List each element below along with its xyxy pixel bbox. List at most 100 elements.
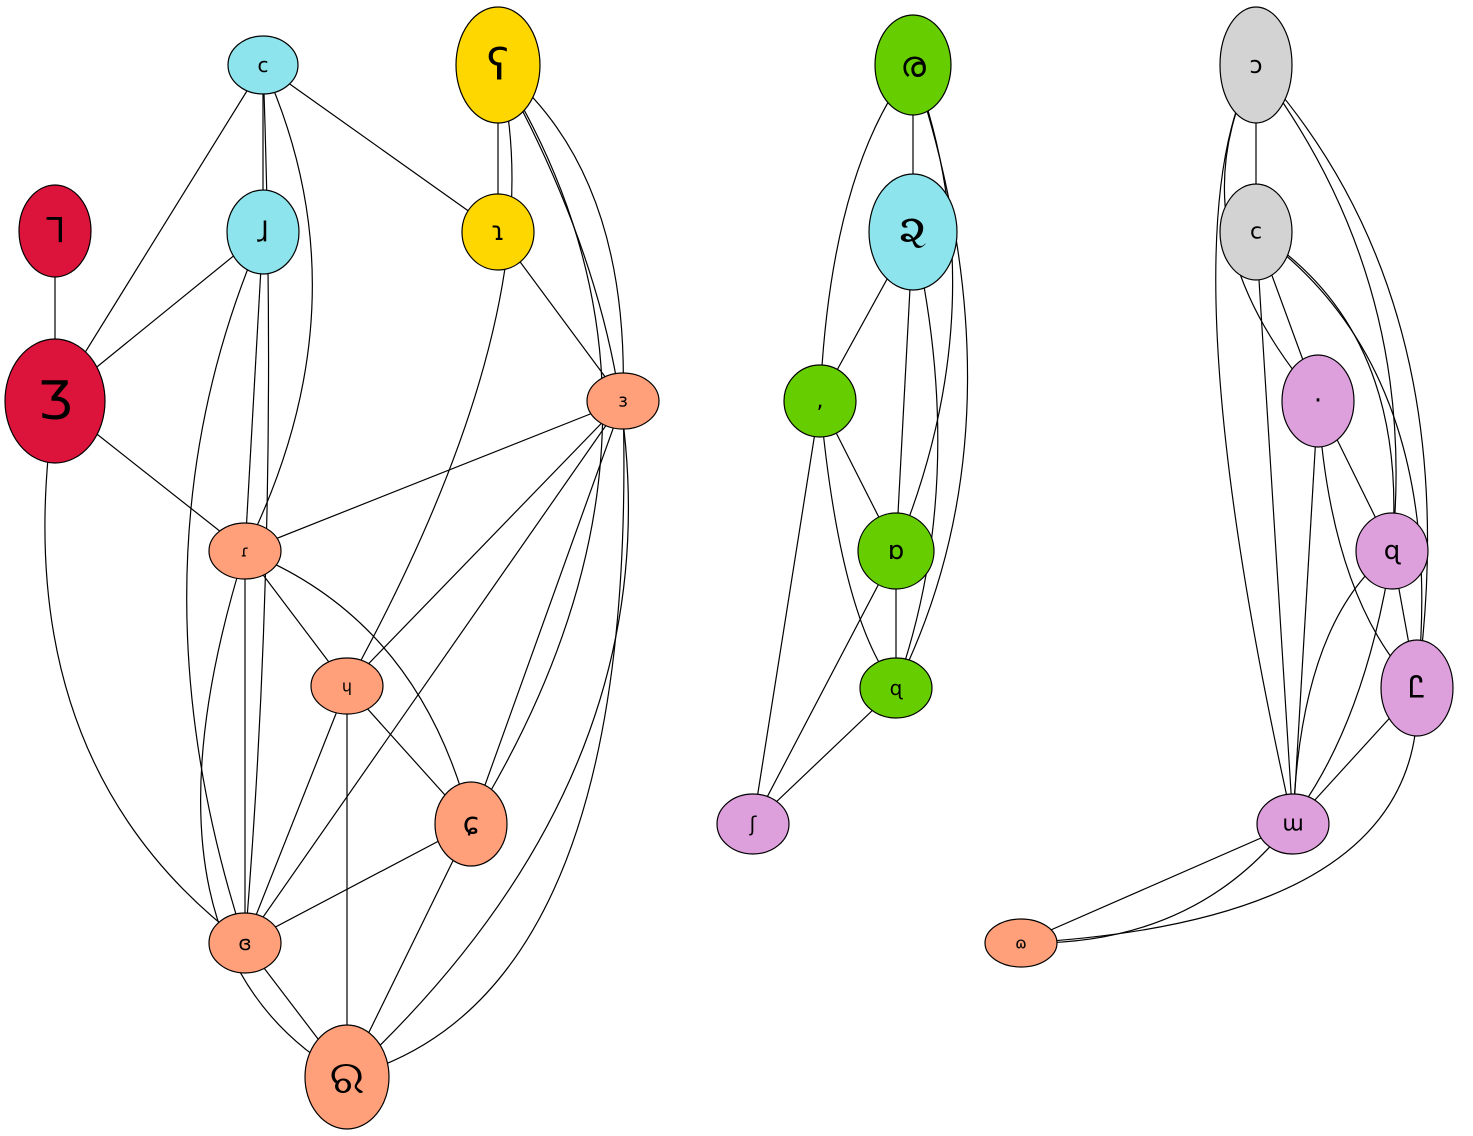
edge-n1-n6 xyxy=(262,64,499,233)
node-g6[interactable]: ʃ xyxy=(716,793,790,855)
node-label: ʃ xyxy=(749,812,758,836)
edge-g2-g5 xyxy=(895,231,939,689)
node-n5[interactable]: ʕ xyxy=(455,6,541,124)
node-ellipse xyxy=(716,793,790,855)
node-n3[interactable]: Ʒ xyxy=(4,338,106,464)
edge-n7-n12 xyxy=(346,400,625,1078)
edge-h1-h6 xyxy=(1215,64,1294,825)
node-ellipse xyxy=(984,918,1058,968)
node-label: ᒣ xyxy=(45,211,66,251)
edge-h3-h6 xyxy=(1292,400,1319,825)
edge-h2-h5 xyxy=(1255,231,1423,689)
node-label: ɜ xyxy=(618,391,628,412)
node-n12[interactable]: ର xyxy=(304,1024,390,1130)
node-label: Ʒ xyxy=(38,371,73,431)
edge-n7-n10 xyxy=(470,400,624,825)
node-label: · xyxy=(1314,386,1322,416)
node-n4[interactable]: ɺ xyxy=(226,189,300,275)
edge-n8-n12 xyxy=(200,550,348,1078)
node-n2[interactable]: ᒣ xyxy=(18,184,92,278)
node-g1[interactable]: ര xyxy=(874,14,952,116)
edge-n3-n11 xyxy=(44,400,246,944)
node-n11[interactable]: ɞ xyxy=(208,912,282,974)
node-ellipse xyxy=(1256,793,1330,855)
node-label: ʕ xyxy=(487,40,509,91)
edge-n5-n10 xyxy=(470,64,604,825)
node-ellipse xyxy=(208,912,282,974)
node-ellipse xyxy=(4,338,106,464)
edge-n1-n3 xyxy=(54,64,264,402)
edge-h6-h7 xyxy=(1020,823,1294,944)
edge-g3-g6 xyxy=(752,400,821,825)
node-h3[interactable]: · xyxy=(1281,354,1355,448)
node-h2[interactable]: c xyxy=(1219,183,1293,281)
node-ellipse xyxy=(227,35,299,95)
node-ellipse xyxy=(310,657,384,715)
edge-n7-n8 xyxy=(244,400,624,552)
node-ellipse xyxy=(783,364,857,438)
node-g4[interactable]: ɒ xyxy=(857,512,935,590)
node-label: c xyxy=(258,53,269,77)
edge-n1-n8 xyxy=(244,64,313,552)
node-g3[interactable]: , xyxy=(783,364,857,438)
node-label: ɺ xyxy=(257,216,269,249)
node-ellipse xyxy=(1355,512,1429,590)
node-h5[interactable]: Ꮭ xyxy=(1380,639,1454,737)
node-ellipse xyxy=(1219,183,1293,281)
node-label: ର xyxy=(330,1050,365,1104)
node-n9[interactable]: ɥ xyxy=(310,657,384,715)
node-h1[interactable]: ɔ xyxy=(1219,6,1293,124)
edge-h5-h7 xyxy=(1020,687,1418,944)
node-label: ര xyxy=(900,45,926,86)
node-h7[interactable]: ɷ xyxy=(984,918,1058,968)
edge-g4-g6 xyxy=(752,550,897,825)
node-label: ɷ xyxy=(1015,934,1027,953)
node-ellipse xyxy=(304,1024,390,1130)
node-ellipse xyxy=(226,189,300,275)
node-ellipse xyxy=(857,512,935,590)
edge-n9-n11 xyxy=(244,685,348,944)
node-ellipse xyxy=(18,184,92,278)
node-label: ɔ xyxy=(1249,51,1262,79)
node-ellipse xyxy=(868,173,958,291)
edge-n5-n12 xyxy=(346,64,629,1078)
node-label: ɞ xyxy=(238,931,251,955)
node-label: , xyxy=(817,389,824,414)
edge-h4-h7 xyxy=(1020,550,1393,944)
node-n1[interactable]: c xyxy=(227,35,299,95)
edge-n7-n9 xyxy=(346,400,624,687)
node-label: ɋ xyxy=(1384,536,1402,566)
edge-g1-g5 xyxy=(895,64,969,689)
edge-g1-g4 xyxy=(895,64,954,552)
edge-h4-h6 xyxy=(1292,550,1393,825)
node-label: ɋ xyxy=(890,676,904,700)
edge-n10-n11 xyxy=(244,823,472,944)
node-ellipse xyxy=(1380,639,1454,737)
node-ellipse xyxy=(434,781,508,867)
node-g2[interactable]: ૨ xyxy=(868,173,958,291)
edge-h2-h6 xyxy=(1255,231,1294,825)
node-h6[interactable]: ɯ xyxy=(1256,793,1330,855)
node-label: Ꮭ xyxy=(1409,671,1426,706)
node-n6[interactable]: ɿ xyxy=(461,193,535,271)
edge-n7-n11 xyxy=(244,400,624,944)
edge-n8-n10 xyxy=(244,550,472,825)
node-ellipse xyxy=(586,372,660,430)
node-n8[interactable]: ɾ xyxy=(208,522,282,580)
edge-h1-h5 xyxy=(1255,64,1429,689)
edge-n4-n8 xyxy=(244,231,264,552)
node-label: ɥ xyxy=(342,677,352,696)
node-ellipse xyxy=(859,657,933,719)
node-label: ɯ xyxy=(1282,812,1303,837)
edge-n4-n11 xyxy=(186,231,264,944)
edge-h1-h4 xyxy=(1255,64,1397,552)
node-label: ૨ xyxy=(899,204,927,260)
node-g5[interactable]: ɋ xyxy=(859,657,933,719)
node-label: ɕ xyxy=(463,807,480,842)
node-ellipse xyxy=(874,14,952,116)
node-n10[interactable]: ɕ xyxy=(434,781,508,867)
node-h4[interactable]: ɋ xyxy=(1355,512,1429,590)
node-n7[interactable]: ɜ xyxy=(586,372,660,430)
